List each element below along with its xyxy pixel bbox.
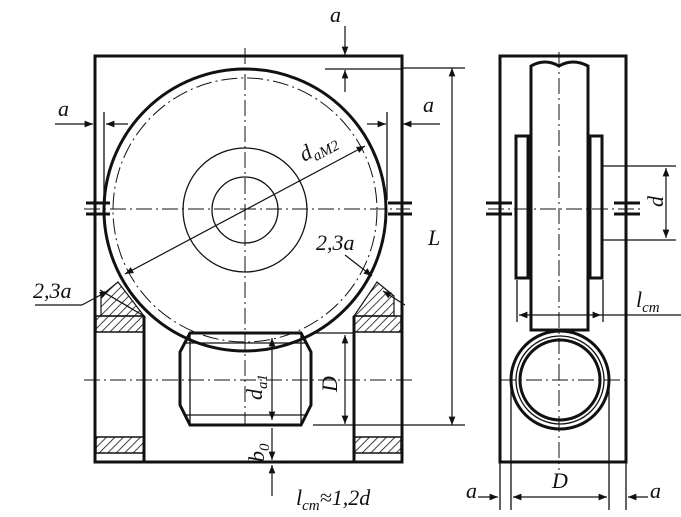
rib-right-fill bbox=[352, 281, 395, 317]
side-hub-right bbox=[588, 134, 604, 280]
boss-right-bottom bbox=[353, 436, 402, 454]
label-a-side-left: a bbox=[466, 478, 477, 503]
label-a-right: a bbox=[423, 92, 434, 117]
boss-left-bottom bbox=[95, 436, 145, 454]
housing-outline bbox=[93, 54, 404, 464]
label-d-side: d bbox=[643, 195, 668, 207]
front-view: a a a daM2 L 2,3a 2,3a da1 D b0 lст≈1,2d bbox=[33, 2, 465, 514]
label-L: L bbox=[427, 225, 440, 250]
label-daM2: daM2 bbox=[295, 126, 343, 170]
daM2-dim-line bbox=[124, 145, 366, 275]
side-hub-left bbox=[514, 134, 530, 280]
label-a-left: a bbox=[58, 96, 69, 121]
coef-right-leader bbox=[344, 254, 373, 277]
boss-left-top bbox=[95, 315, 145, 333]
side-wheel-rim bbox=[529, 60, 590, 332]
label-da1: da1 bbox=[242, 374, 271, 400]
label-a-side-right: a bbox=[650, 478, 661, 503]
coef-left-leader-2 bbox=[81, 290, 109, 306]
label-a-top: a bbox=[330, 2, 341, 27]
side-view: d lст D a a bbox=[466, 52, 681, 510]
label-coef-right: 2,3a bbox=[316, 230, 355, 255]
coef-right-leader-2 bbox=[382, 290, 406, 306]
boss-right-top bbox=[353, 315, 402, 333]
side-housing-outline bbox=[498, 54, 628, 464]
label-b0: b0 bbox=[244, 443, 273, 462]
label-D-side: D bbox=[551, 468, 568, 493]
label-D-front: D bbox=[317, 376, 342, 393]
label-coef-left: 2,3a bbox=[33, 278, 72, 303]
wheel-pitch-circle bbox=[112, 77, 378, 343]
label-lst-side: lст bbox=[636, 287, 660, 316]
label-lst-formula: lст≈1,2d bbox=[296, 485, 371, 514]
